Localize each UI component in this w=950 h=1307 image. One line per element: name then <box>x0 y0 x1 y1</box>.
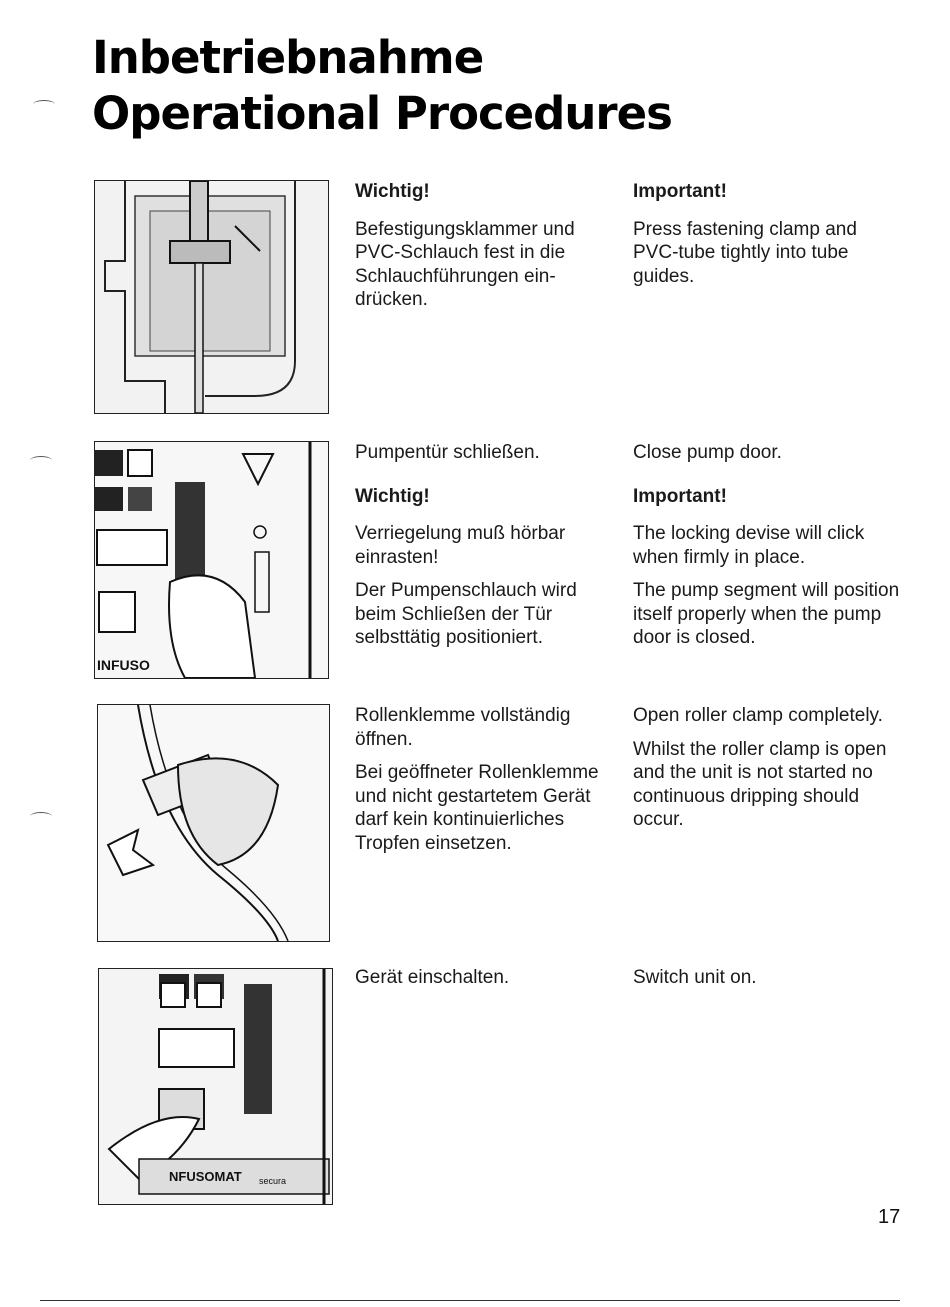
figure-label-infuso: INFUSO <box>97 657 150 673</box>
margin-mark <box>33 100 55 109</box>
section-3-english-text-2: Whilst the roller clamp is open and the … <box>633 738 887 831</box>
figure-roller-clamp <box>97 704 330 942</box>
section-4-german: Gerät einschalten. <box>355 966 620 1000</box>
margin-mark <box>30 812 52 821</box>
section-2-english-heading: Important! <box>633 485 727 507</box>
section-2-german-text-1: Verriegelung muß hörbar einrasten! <box>355 523 566 568</box>
figure-label-infusomat: NFUSOMAT <box>169 1169 242 1184</box>
section-4-english: Switch unit on. <box>633 966 903 1000</box>
figure-tube-guide <box>94 180 329 414</box>
section-1-german-heading: Wichtig! <box>355 181 430 202</box>
section-3-english: Open roller clamp completely. Whilst the… <box>633 704 903 842</box>
figure-label-secura: secura <box>259 1176 286 1186</box>
section-2-english-text-2: The pump segment will position itself pr… <box>633 580 900 648</box>
title-german: Inbetriebnahme <box>92 31 484 84</box>
section-3-english-text-1: Open roller clamp completely. <box>633 705 883 726</box>
section-1-german: Wichtig! Befestigungsklammer und PVC-Sch… <box>355 180 620 322</box>
page-title: Inbetriebnahme Operational Procedures <box>92 30 673 142</box>
section-3-german-text-2: Bei geöffneter Rollenklemme und nicht ge… <box>355 762 599 854</box>
section-3-german: Rollenklemme vollständig öffnen. Bei geö… <box>355 704 620 865</box>
section-4-german-text: Gerät einschalten. <box>355 967 510 988</box>
section-4-english-text: Switch unit on. <box>633 967 757 988</box>
section-1-english-heading: Important! <box>633 181 727 202</box>
section-2-english-intro: Close pump door. <box>633 442 782 463</box>
section-3-german-text-1: Rollenklemme vollständig öffnen. <box>355 705 571 750</box>
footer-rule <box>40 1300 900 1301</box>
page-number: 17 <box>878 1206 901 1228</box>
section-2-english-text-1: The locking devise will click when firml… <box>633 523 865 568</box>
margin-mark <box>30 456 52 465</box>
figure-pump-door: INFUSO <box>94 441 329 679</box>
figure-switch-on: NFUSOMAT secura <box>98 968 333 1205</box>
section-1-english-text: Press fastening clamp and PVC-tube tight… <box>633 218 857 287</box>
section-2-english: Close pump door. Important! The locking … <box>633 441 903 660</box>
section-1-english: Important! Press fastening clamp and PVC… <box>633 180 903 298</box>
section-2-german-heading: Wichtig! <box>355 485 430 507</box>
section-2-german: Pumpentür schließen. Wichtig! Verriegelu… <box>355 441 620 660</box>
title-english: Operational Procedures <box>92 87 673 140</box>
section-1-german-text: Befestigungsklammer und PVC-Schlauch fes… <box>355 218 575 311</box>
section-2-german-text-2: Der Pumpenschlauch wird beim Schließen d… <box>355 580 577 648</box>
section-2-german-intro: Pumpentür schließen. <box>355 442 540 463</box>
